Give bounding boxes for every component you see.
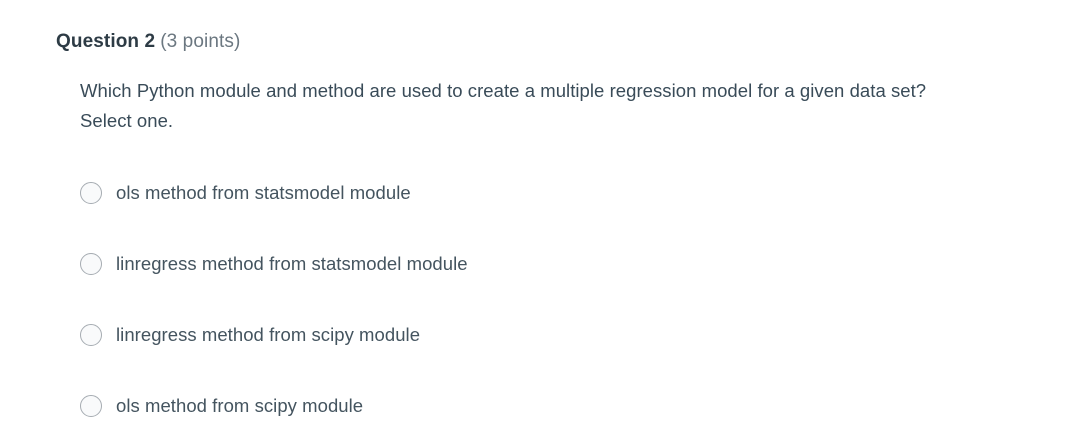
answer-option-label: linregress method from scipy module [116,324,421,345]
answer-options-list: ols method from statsmodel module linreg… [80,178,1020,421]
answer-option-4[interactable]: ols method from scipy module [80,391,1020,421]
answer-option-2[interactable]: linregress method from statsmodel module [80,249,1020,279]
question-header: Question 2(3 points) [56,29,240,55]
radio-button-icon[interactable] [80,182,102,204]
question-prompt-text: Which Python module and method are used … [80,80,927,131]
answer-option-1[interactable]: ols method from statsmodel module [80,178,1020,208]
answer-option-label: ols method from statsmodel module [116,182,411,203]
radio-button-icon[interactable] [80,324,102,346]
answer-option-label: ols method from scipy module [116,395,364,416]
question-points-label: (3 points) [160,31,241,52]
radio-button-icon[interactable] [80,253,102,275]
question-number-label: Question 2 [56,31,156,52]
answer-option-label: linregress method from statsmodel module [116,253,468,274]
radio-button-icon[interactable] [80,395,102,417]
answer-option-3[interactable]: linregress method from scipy module [80,320,1020,350]
